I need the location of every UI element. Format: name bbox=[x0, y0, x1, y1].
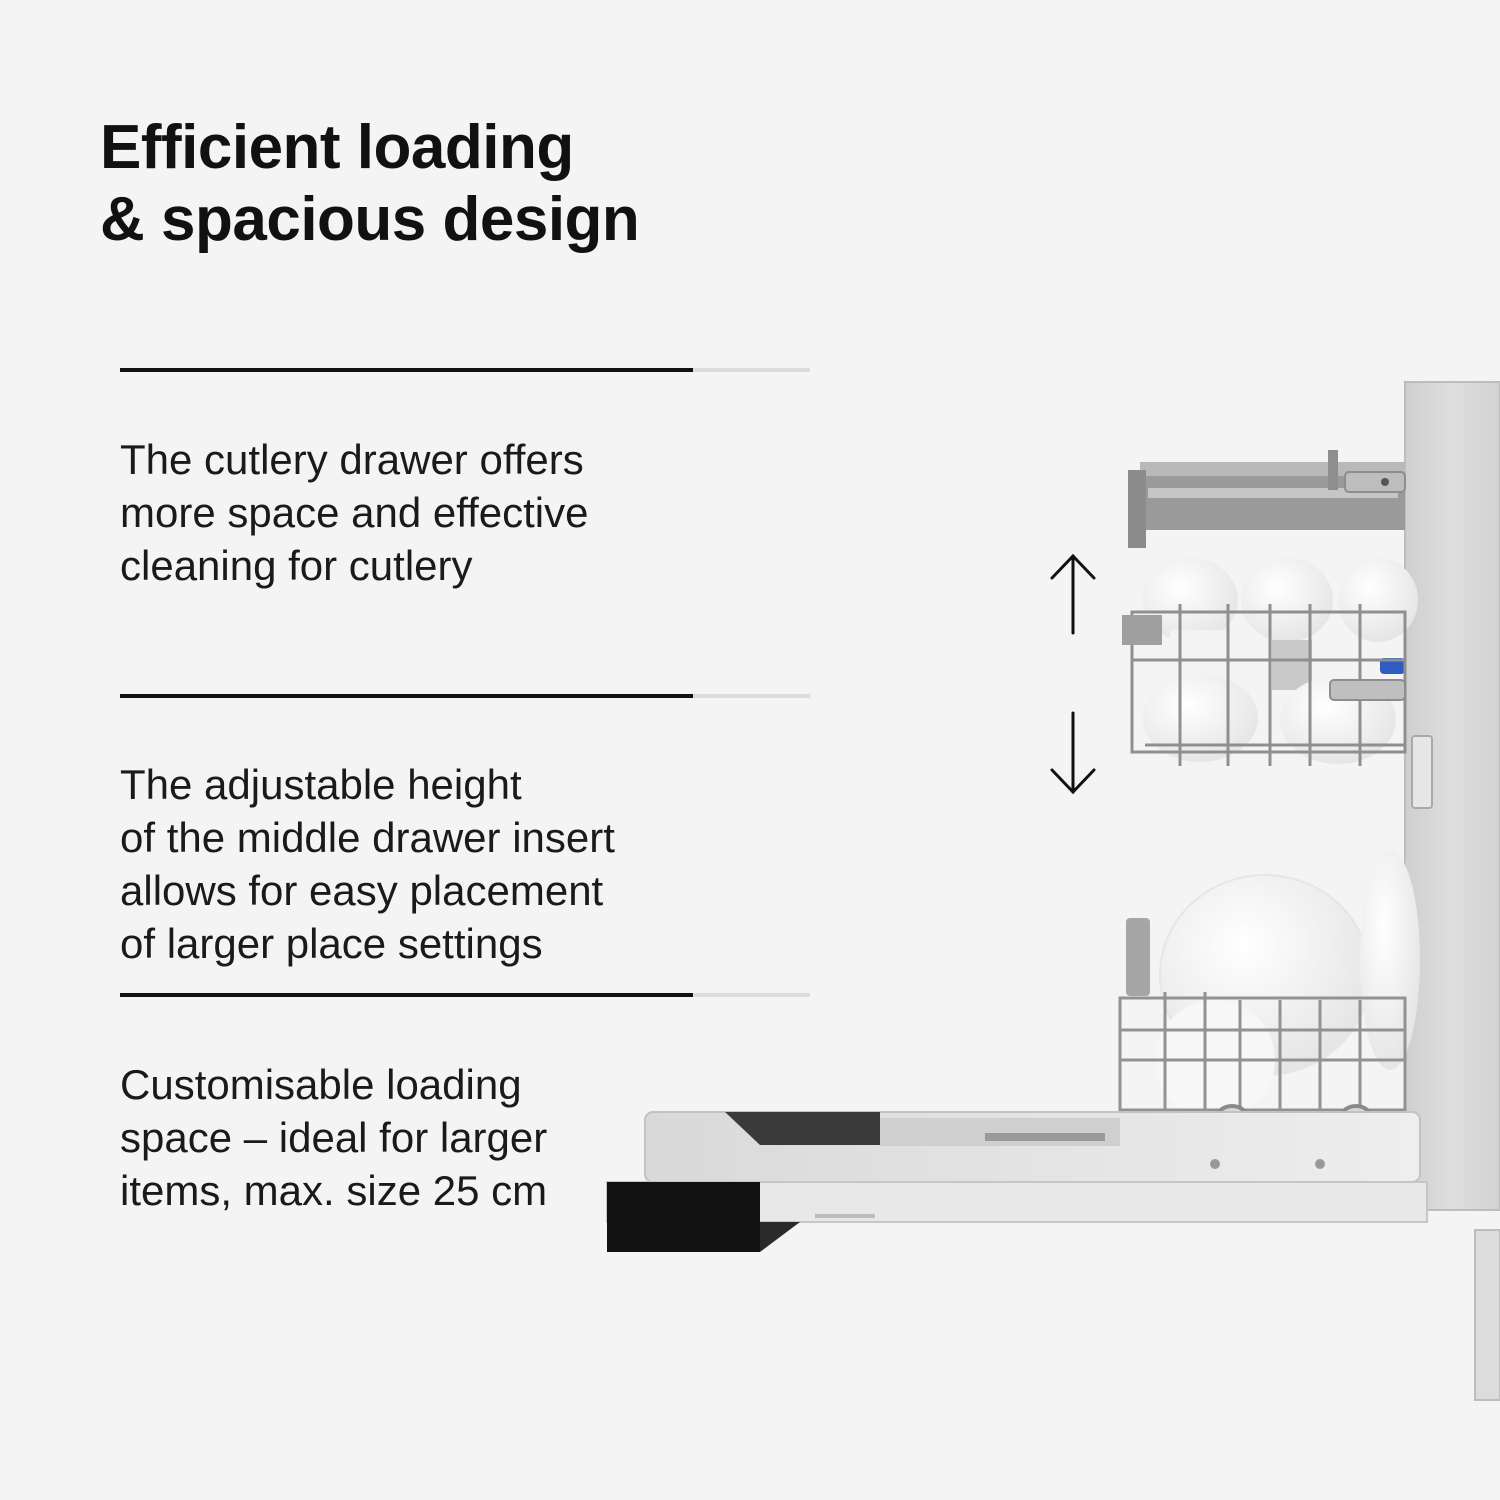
progress-divider-3-fill bbox=[120, 993, 693, 997]
cutlery-tray bbox=[1128, 450, 1406, 548]
middle-basket bbox=[1122, 558, 1418, 766]
feature-adjustable-height: The adjustable height of the middle draw… bbox=[120, 758, 760, 970]
arrow-down-icon bbox=[1050, 711, 1096, 795]
lower-basket bbox=[1118, 850, 1420, 1144]
feature-2-line-4: of larger place settings bbox=[120, 920, 543, 967]
feature-3-line-2: space – ideal for larger bbox=[120, 1114, 548, 1161]
progress-divider-1 bbox=[120, 368, 810, 372]
feature-3-line-1: Customisable loading bbox=[120, 1061, 522, 1108]
feature-2-line-2: of the middle drawer insert bbox=[120, 814, 615, 861]
feature-1-line-2: more space and effective bbox=[120, 489, 589, 536]
progress-divider-2-fill bbox=[120, 694, 693, 698]
page-title-line-2: & spacious design bbox=[100, 185, 640, 254]
arrow-up-icon bbox=[1050, 553, 1096, 635]
dishwasher-body bbox=[1404, 381, 1500, 1401]
feature-3-line-3: items, max. size 25 cm bbox=[120, 1167, 548, 1214]
feature-cutlery-drawer: The cutlery drawer offers more space and… bbox=[120, 433, 760, 592]
feature-2-line-3: allows for easy placement bbox=[120, 867, 604, 914]
dishwasher-door bbox=[606, 1111, 1428, 1252]
feature-1-line-3: cleaning for cutlery bbox=[120, 542, 473, 589]
progress-divider-3 bbox=[120, 993, 810, 997]
page-title-line-1: Efficient loading bbox=[100, 113, 574, 182]
progress-divider-1-fill bbox=[120, 368, 693, 372]
progress-divider-2 bbox=[120, 694, 810, 698]
page-title: Efficient loading & spacious design bbox=[100, 112, 640, 256]
feature-1-line-1: The cutlery drawer offers bbox=[120, 436, 584, 483]
feature-loading-space: Customisable loading space – ideal for l… bbox=[120, 1058, 760, 1217]
feature-2-line-1: The adjustable height bbox=[120, 761, 522, 808]
